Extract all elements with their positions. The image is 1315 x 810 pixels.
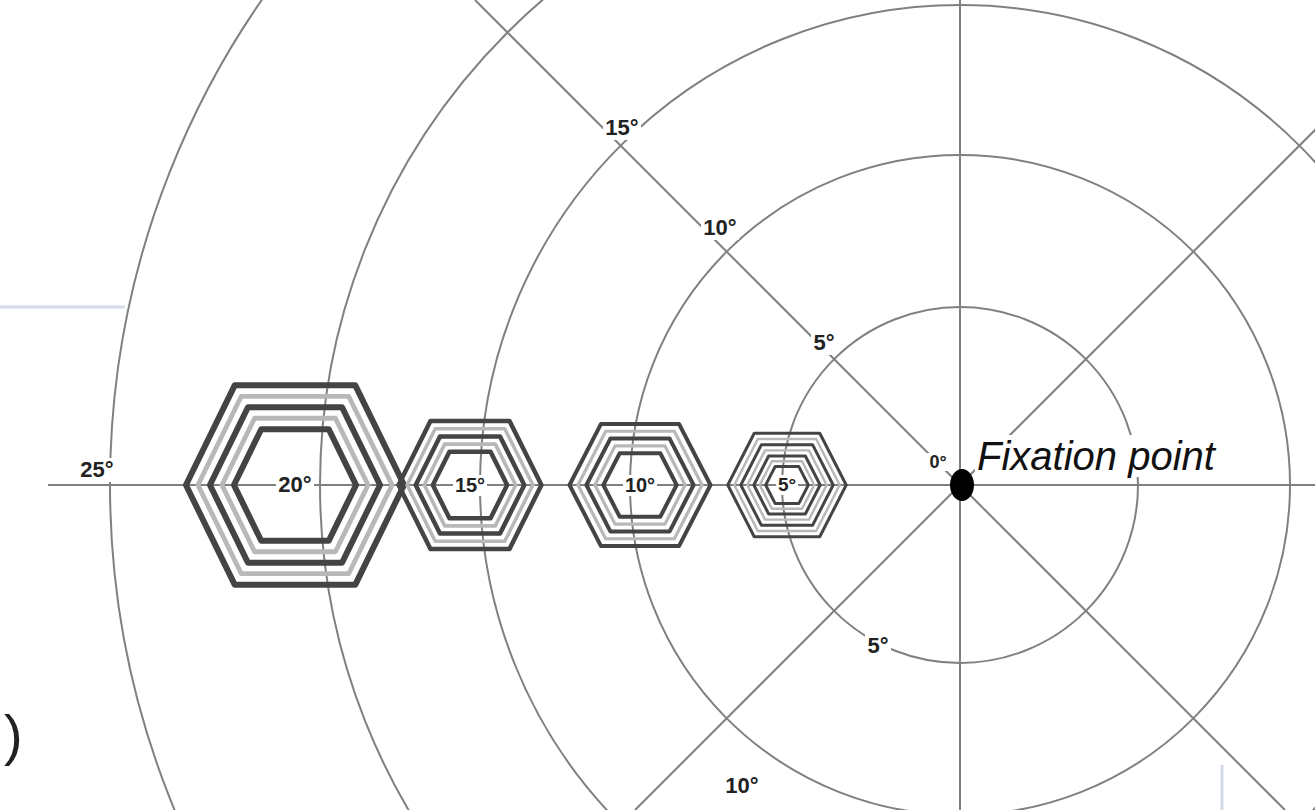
eccentricity-label: 20° [276, 473, 313, 496]
hexagon-stimulus: 20° [179, 379, 411, 591]
stimulus-ring [603, 453, 676, 517]
stimulus-ring [407, 429, 533, 541]
degree-label: 5° [865, 634, 890, 657]
stimulus-ring [728, 433, 846, 536]
degree-label: 0° [927, 453, 948, 472]
stimulus-ring [424, 444, 515, 526]
hexagon-stimulus: 15° [394, 417, 546, 553]
eccentricity-label: 15° [453, 475, 487, 496]
edge-rule [1221, 765, 1224, 810]
stimulus-ring [747, 450, 826, 519]
stimulus-ring [760, 461, 814, 509]
degree-label: 10° [723, 774, 760, 797]
stimulus-ring [210, 407, 380, 562]
fixation-label: Fixation point [975, 435, 1217, 477]
stimulus-ring [586, 439, 693, 532]
stimulus-ring [578, 431, 702, 539]
meridian-line [48, 484, 1315, 486]
stimulus-ring [433, 452, 507, 518]
stimulus-ring [234, 429, 356, 541]
stimulus-ring [595, 446, 685, 524]
stimulus-ring [186, 385, 404, 584]
hexagon-stimulus: 10° [565, 420, 715, 550]
diagonal-line [475, 0, 1285, 810]
degree-label: 15° [603, 116, 640, 139]
degree-label: 10° [701, 216, 738, 239]
stimulus-ring [754, 456, 820, 514]
degree-label: 5° [811, 331, 836, 354]
stimulus-ring [416, 436, 525, 533]
stimulus-ring [399, 421, 542, 549]
stimulus-ring [766, 466, 809, 503]
hexagon-stimulus: 5° [724, 430, 850, 540]
stimulus-ring [734, 439, 839, 531]
stimulus-ring [222, 418, 368, 552]
eccentricity-ring [110, 0, 1315, 810]
eccentricity-ring [320, 0, 1315, 810]
meridian-line [959, 0, 961, 810]
fixation-dot [950, 469, 974, 501]
stimulus-ring [570, 424, 711, 546]
eccentricity-ring [480, 5, 1315, 810]
diagonal-line [635, 0, 1315, 810]
stimulus-ring [741, 445, 833, 526]
eccentricity-label: 5° [776, 475, 798, 495]
edge-rule [0, 306, 125, 309]
degree-label: 25° [78, 458, 115, 481]
eccentricity-label: 10° [623, 475, 657, 496]
degree-label: ) [2, 706, 25, 765]
stimulus-ring [198, 396, 392, 573]
